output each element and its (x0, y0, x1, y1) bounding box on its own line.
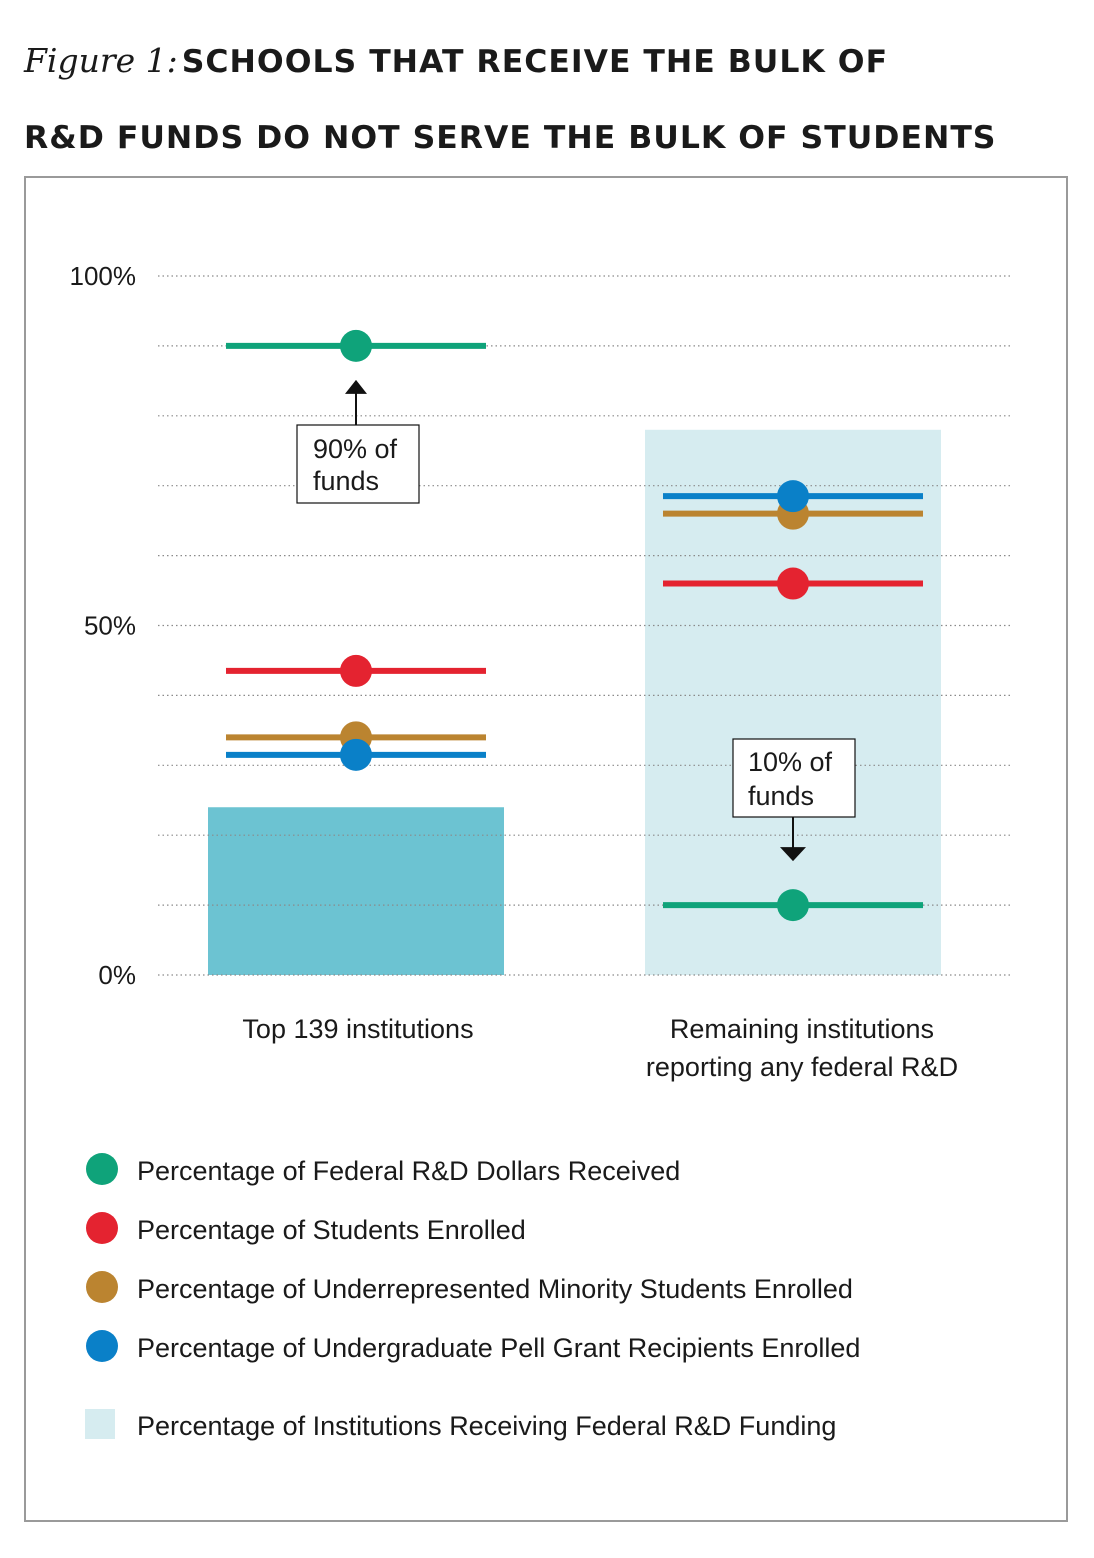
annotation-box (732, 738, 856, 818)
legend-label-1: Percentage of Students Enrolled (137, 1215, 526, 1245)
chart-frame (24, 176, 1068, 1522)
legend-label-3: Percentage of Undergraduate Pell Grant R… (137, 1333, 860, 1363)
annotation-arrow-head (345, 379, 367, 394)
series-dot-1-0 (340, 654, 372, 687)
series-dot-0-1 (777, 889, 809, 922)
series-dot-3-0 (340, 738, 372, 771)
category-label-1: reporting any federal R&D (646, 1052, 958, 1082)
legend-label-4: Percentage of Institutions Receiving Fed… (137, 1411, 836, 1441)
category-label-0: Top 139 institutions (242, 1014, 473, 1044)
series-layer (226, 329, 923, 922)
figure-title: Figure 1: SCHOOLS THAT RECEIVE THE BULK … (24, 26, 1074, 179)
annotation-text: funds (313, 466, 379, 496)
figure-label: Figure 1: (24, 41, 178, 80)
y-tick-label: 0% (98, 960, 136, 990)
legend-label-0: Percentage of Federal R&D Dollars Receiv… (137, 1156, 680, 1186)
x-category-labels: Top 139 institutions Remaining institutio… (242, 1014, 958, 1082)
legend-swatch (86, 1271, 118, 1303)
category-label-1: Remaining institutions (670, 1014, 934, 1044)
y-tick-labels: 0% 50% 100% (70, 261, 137, 990)
legend-swatch (86, 1212, 118, 1244)
annotation-text: 10% of (748, 747, 833, 777)
legend-label-2: Percentage of Underrepresented Minority … (137, 1274, 853, 1304)
institution-bar-0 (208, 807, 504, 975)
legend-swatch (85, 1409, 115, 1439)
annotation-box (296, 424, 420, 504)
annotation-arrow-head (780, 847, 806, 862)
y-tick-label: 100% (70, 261, 137, 291)
legend-swatch (86, 1330, 118, 1362)
series-dot-0-0 (340, 329, 372, 362)
legend: Percentage of Federal R&D Dollars Receiv… (85, 1153, 860, 1441)
annotation-text: funds (748, 781, 814, 811)
y-tick-label: 50% (84, 611, 136, 641)
series-dot-1-1 (777, 567, 809, 600)
title-line-2: R&D FUNDS DO NOT SERVE THE BULK OF STUDE… (24, 120, 997, 156)
series-dot-3-1 (777, 480, 809, 513)
annotation-text: 90% of (313, 434, 398, 464)
title-line-1: SCHOOLS THAT RECEIVE THE BULK OF (181, 44, 889, 80)
legend-swatch (86, 1153, 118, 1185)
